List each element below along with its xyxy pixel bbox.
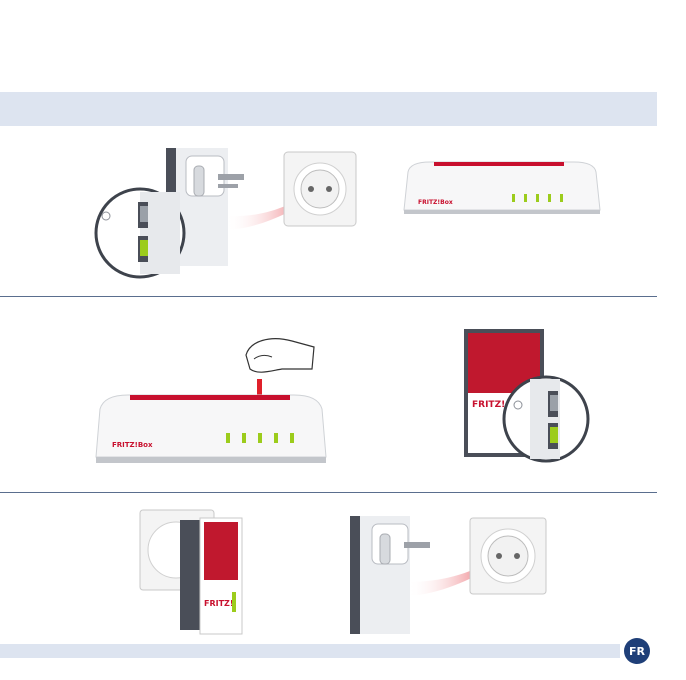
wall-socket-step3 [470, 518, 546, 594]
finger-press [246, 339, 314, 372]
step2-illustration: FRITZ!Box FRITZ! [0, 297, 657, 492]
wall-socket [284, 152, 356, 226]
router-brand-step2: FRITZ!Box [112, 441, 153, 449]
zoom-detail-step1 [96, 189, 184, 277]
repeater-back-step3 [350, 516, 430, 634]
footer-band [0, 644, 620, 658]
zoom-detail-step2 [504, 377, 588, 461]
router-brand-step1: FRITZ!Box [418, 199, 453, 206]
router-step1: FRITZ!Box [404, 162, 600, 214]
step-divider-2 [0, 492, 657, 493]
repeater-in-socket: FRITZ! [140, 510, 242, 634]
step1-illustration: FRITZ!Box [0, 126, 657, 296]
repeater-brand-step3: FRITZ! [204, 599, 234, 608]
language-badge: FR [624, 638, 650, 664]
router-step2: FRITZ!Box [96, 395, 326, 463]
step3-illustration: FRITZ! [0, 494, 657, 640]
repeater-brand: FRITZ! [472, 400, 505, 410]
header-band [0, 92, 657, 126]
